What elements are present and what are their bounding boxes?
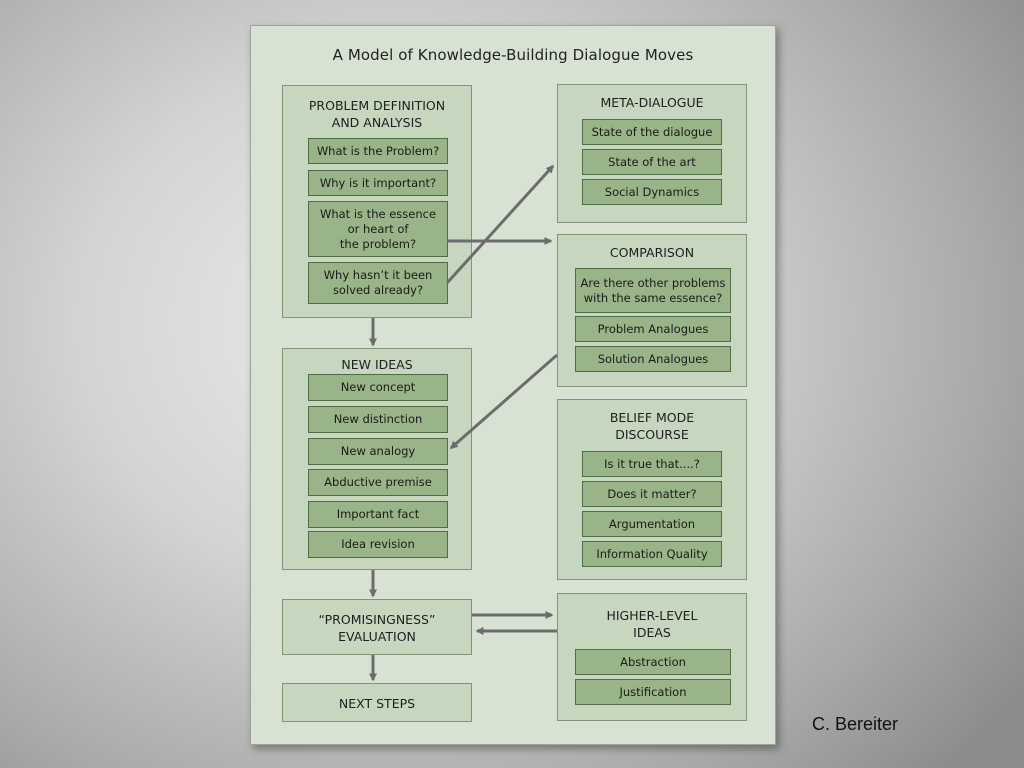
item-important-fact: Important fact [308, 501, 448, 528]
panel-comparison: COMPARISON Are there other problems with… [557, 234, 747, 387]
panel-meta-dialogue: META-DIALOGUE State of the dialogue Stat… [557, 84, 747, 223]
diagram-title: A Model of Knowledge-Building Dialogue M… [332, 46, 694, 64]
panel-comparison-heading: COMPARISON [609, 245, 695, 260]
connector-arrows [369, 164, 558, 682]
arrow-comparison-to-new-analogy [449, 353, 558, 450]
item-abductive-premise: Abductive premise [308, 469, 448, 496]
panel-new-ideas-heading: NEW IDEAS [341, 357, 413, 372]
panel-problem-definition-heading: PROBLEM DEFINITION AND ANALYSIS [308, 98, 446, 130]
item-argumentation: Argumentation [582, 511, 722, 537]
panel-new-ideas: NEW IDEAS New concept New distinction Ne… [282, 348, 472, 570]
item-abstraction: Abstraction [575, 649, 731, 675]
item-new-distinction: New distinction [308, 406, 448, 433]
panel-next-steps-heading: NEXT STEPS [338, 696, 416, 711]
item-justification: Justification [575, 679, 731, 705]
item-why-not-solved: Why hasn’t it been solved already? [308, 262, 448, 304]
panel-problem-definition: PROBLEM DEFINITION AND ANALYSIS What is … [282, 85, 472, 318]
item-state-of-dialogue: State of the dialogue [582, 119, 722, 145]
item-essence: What is the essence or heart of the prob… [308, 201, 448, 257]
author-credit: C. Bereiter [812, 714, 899, 734]
panel-belief-mode: BELIEF MODE DISCOURSE Is it true that...… [557, 399, 747, 580]
item-what-is-problem: What is the Problem? [308, 138, 448, 164]
panel-higher-level-heading: HIGHER-LEVEL IDEAS [606, 608, 698, 640]
item-idea-revision: Idea revision [308, 531, 448, 558]
panel-promisingness: “PROMISINGNESS” EVALUATION [282, 599, 472, 655]
panel-meta-dialogue-heading: META-DIALOGUE [600, 95, 704, 110]
item-information-quality: Information Quality [582, 541, 722, 567]
panel-belief-mode-heading: BELIEF MODE DISCOURSE [609, 410, 695, 442]
arrow-not-solved-to-meta-dialogue [445, 164, 555, 285]
item-state-of-art: State of the art [582, 149, 722, 175]
panel-higher-level: HIGHER-LEVEL IDEAS Abstraction Justifica… [557, 593, 747, 721]
panel-next-steps: NEXT STEPS [282, 683, 472, 722]
item-why-important: Why is it important? [308, 170, 448, 196]
item-problem-analogues: Problem Analogues [575, 316, 731, 342]
item-new-analogy: New analogy [308, 438, 448, 465]
item-other-problems: Are there other problems with the same e… [575, 268, 731, 313]
item-social-dynamics: Social Dynamics [582, 179, 722, 205]
item-is-it-true: Is it true that....? [582, 451, 722, 477]
item-solution-analogues: Solution Analogues [575, 346, 731, 372]
diagram-sheet: A Model of Knowledge-Building Dialogue M… [250, 25, 776, 745]
item-does-it-matter: Does it matter? [582, 481, 722, 507]
panel-promisingness-heading: “PROMISINGNESS” EVALUATION [318, 612, 436, 644]
item-new-concept: New concept [308, 374, 448, 401]
